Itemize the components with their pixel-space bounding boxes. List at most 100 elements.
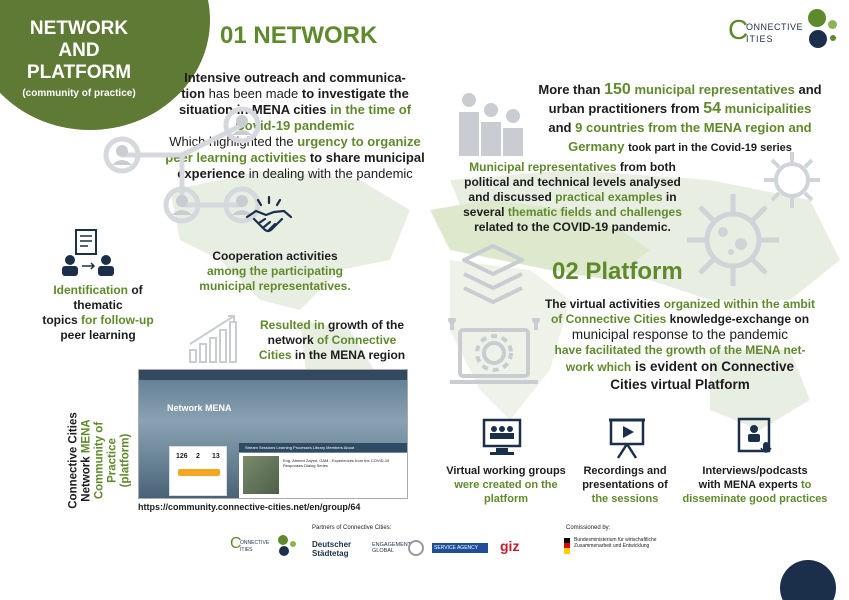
interview-microphone-icon (737, 417, 772, 453)
ident-l1b: of thematic (73, 283, 143, 312)
virus-icon-large (687, 194, 779, 286)
municipal-text: Municipal representatives from both poli… (445, 160, 700, 235)
network-nodes-icon (103, 106, 261, 224)
s2-l3: municipal response to the pandemic (571, 327, 789, 342)
stats-l3a: and (548, 120, 572, 135)
municipal-l3c: in (665, 190, 677, 204)
footer-logo-l1: ONNECTIVE (240, 540, 270, 546)
cooperation-l1: Cooperation activities (212, 249, 338, 263)
plabel-l2b: MENA (80, 419, 93, 454)
feature1-a: Virtual working groups (446, 465, 566, 477)
para-b3: peer learning activities (165, 150, 307, 165)
feature3-b: with MENA experts (698, 479, 798, 491)
virus-icon-small (764, 152, 820, 208)
connective-cities-logo: C ONNECTIVE ITIES (728, 8, 843, 50)
feature1-c: platform (484, 493, 528, 505)
footer-logo-l2: ITIES (240, 547, 253, 553)
para-b5: experience (177, 166, 246, 181)
screenshot-stats-card: 126 2 13 (169, 446, 227, 496)
partner-engagement-rings (408, 540, 424, 556)
ministry-name: Bundesministerium für wirtschaftliche Zu… (574, 537, 657, 549)
stats-9: 9 (575, 120, 583, 135)
presentation-video-icon (609, 418, 645, 459)
stats-l2a: urban practitioners from (548, 101, 700, 116)
growth-l3a: Cities (258, 348, 292, 362)
ident-l1a: Identification (53, 283, 128, 297)
growth-l2a: network (267, 333, 314, 347)
bottom-right-circle (780, 560, 836, 600)
screenshot-thumbnail (243, 456, 279, 494)
growth-l2b: of Connective (317, 333, 397, 347)
ident-l3: peer learning (60, 328, 136, 342)
municipal-l2: political and technical levels analysed (464, 175, 681, 189)
feature2-c: the sessions (591, 493, 659, 505)
platform-url[interactable]: https://community.connective-cities.net/… (138, 502, 361, 512)
s2-l1b: organized within the ambit (663, 297, 816, 311)
screenshot-join-button[interactable] (178, 469, 220, 476)
municipal-l4b: thematic fields and challenges (507, 205, 682, 219)
logo-c-letter: C (728, 14, 749, 45)
virtual-group-icon (482, 418, 522, 455)
footer-logo-c: C (230, 535, 242, 552)
para-a7: Covid-19 pandemic (235, 118, 355, 133)
stats-54: 54 (703, 100, 722, 117)
growth-l1a: Resulted in (259, 318, 325, 332)
municipal-l1b: from both (619, 160, 676, 174)
para-b6: in dealing with the pandemic (248, 166, 413, 181)
plabel-l3: Community of Practice (93, 421, 119, 500)
para-a6: in the time of (330, 102, 412, 117)
plabel-l1: Connective Cities (67, 412, 80, 509)
plabel-l4: (platform) (119, 433, 132, 488)
corner-subtitle: (community of practice) (22, 88, 136, 99)
partner-service-agency: SERVICE AGENCY (432, 543, 488, 553)
feature-recordings: Recordings and presentations of the sess… (570, 464, 680, 506)
logo-dot-navy (809, 30, 827, 48)
platform-vertical-label: Connective Cities Network MENA Community… (65, 388, 135, 509)
stats-l1b: municipal representatives (634, 82, 795, 97)
cooperation-l3: municipal representatives. (199, 279, 351, 293)
logo-line2: ITIES (746, 34, 774, 44)
feature3-c: to (800, 479, 812, 491)
document-people-icon (62, 229, 114, 276)
section1-heading: 01 NETWORK (220, 22, 378, 49)
para-a4: to investigate the (301, 86, 409, 101)
feature-interviews: Interviews/podcasts with MENA experts to… (680, 464, 830, 506)
s2-l4a: have facilitated the growth of the MENA … (554, 343, 806, 357)
partner-staedtetag: Deutscher Städtetag (312, 540, 352, 558)
para-a1: Intensive outreach and communica- (184, 70, 406, 85)
growth-l3b: in the MENA region (294, 348, 406, 362)
feature3-a: Interviews/podcasts (702, 465, 808, 477)
screenshot-nav: Stream Sessions Learning Processes Libra… (239, 443, 407, 452)
section2-text: The virtual activities organized within … (535, 297, 825, 393)
logo-dot-green (808, 9, 826, 27)
logo-line1: ONNECTIVE (746, 22, 804, 32)
platform-screenshot[interactable]: Network MENA Stream Sessions Learning Pr… (138, 369, 408, 499)
section2-heading: 02 Platform (552, 258, 683, 285)
screenshot-stat1: 126 (176, 453, 188, 460)
municipal-l1: Municipal representatives (469, 160, 617, 174)
commissioned-label: Comissioned by: (566, 525, 611, 531)
mena-highlight (430, 200, 650, 280)
ident-l2b: for follow-up (81, 313, 154, 327)
screenshot-nav-text: Stream Sessions Learning Processes Libra… (245, 445, 355, 450)
para-a2: tion (181, 86, 206, 101)
screenshot-stat2: 2 (196, 453, 200, 460)
cooperation-text: Cooperation activities among the partici… (195, 249, 355, 294)
partner-giz: giz (500, 538, 520, 554)
s2-l5a: work which (565, 359, 632, 374)
stats-l3b: countries from the MENA region and (586, 120, 812, 135)
feature2-b: presentations of (582, 479, 668, 491)
s2-l2b: knowledge-exchange on (669, 311, 810, 326)
feature2-a: Recordings and (583, 465, 667, 477)
screenshot-title: Network MENA (167, 403, 232, 413)
feature-virtual-groups: Virtual working groups were created on t… (446, 464, 566, 506)
municipal-l5: related to the COVID-19 pandemic. (474, 220, 671, 234)
stats-l1c: and (798, 82, 822, 97)
partner-engagement-global: ENGAGEMENT GLOBAL (372, 542, 412, 554)
stats-150: 150 (604, 81, 631, 98)
cooperation-l2: among the participating (206, 264, 343, 278)
laptop-gear-icon (448, 318, 540, 384)
ident-l2a: topics (42, 313, 78, 327)
para-b4: to share municipal (309, 150, 425, 165)
feature1-b: were created on the (454, 479, 558, 491)
